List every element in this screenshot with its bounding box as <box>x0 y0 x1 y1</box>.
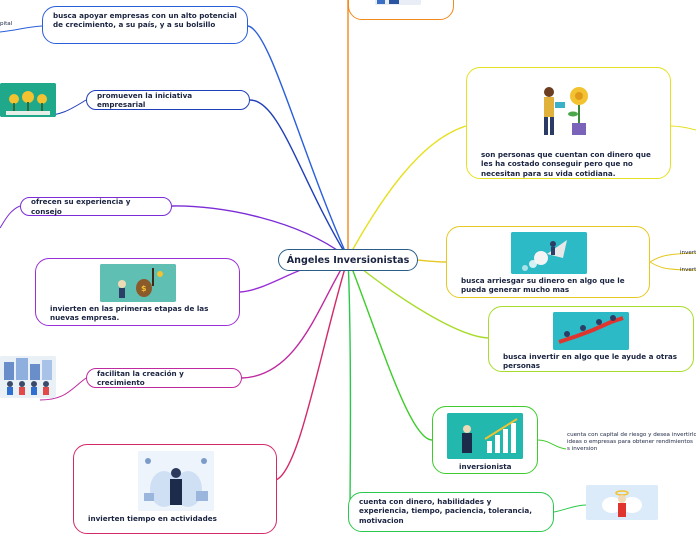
node-inversionista-label: inversionista <box>459 462 512 471</box>
central-node[interactable]: Ángeles Inversionistas <box>278 249 418 271</box>
node-creacion-crecimiento-label: facilitan la creación y crecimiento <box>97 368 184 387</box>
branch-line-n6 <box>275 257 349 481</box>
node-arriesgar-dinero-label: busca arriesgar su dinero en algo que le… <box>461 276 625 295</box>
rocket-image <box>511 232 587 274</box>
node-top-partial[interactable] <box>348 0 454 20</box>
node-personas-dinero-label: son personas que cuentan con dinero que … <box>481 150 651 178</box>
node-primeras-etapas[interactable]: $ invierten en las primeras etapas de la… <box>35 258 240 326</box>
subline-r1 <box>669 125 696 131</box>
team-arrow-image <box>553 312 629 350</box>
subline-r2b <box>649 261 696 271</box>
subline-n5 <box>39 377 87 401</box>
money-plants-image <box>0 83 56 117</box>
subline-n1 <box>0 25 43 33</box>
subline-n3 <box>0 205 21 229</box>
node-invierten-tiempo-label: invierten tiempo en actividades <box>88 514 217 523</box>
sub-text-invert-1: invert <box>680 250 696 256</box>
node-primeras-etapas-label: invierten en las primeras etapas de las … <box>50 304 209 323</box>
node-iniciativa-empresarial-label: promueven la iniciativa empresarial <box>97 90 193 109</box>
subline-r5 <box>553 504 587 513</box>
central-label: Ángeles Inversionistas <box>286 254 410 266</box>
branch-line-r5 <box>347 257 352 511</box>
subline-r4 <box>537 439 567 450</box>
branch-line-r1 <box>347 125 467 259</box>
subline-r2a <box>649 252 696 263</box>
man-watering-plant-image <box>535 80 597 140</box>
node-experiencia-consejo-label: ofrecen su experiencia y consejo <box>31 197 131 216</box>
node-apoyar-empresas[interactable]: busca apoyar empresas con un alto potenc… <box>42 6 248 44</box>
branch-line-r4 <box>347 257 433 441</box>
node-personas-dinero[interactable]: son personas que cuentan con dinero que … <box>466 67 671 179</box>
sub-text-invert-2: invert <box>680 267 696 273</box>
node-invierten-tiempo[interactable]: invierten tiempo en actividades <box>73 444 277 534</box>
node-cuenta-dinero-label: cuenta con dinero, habilidades y experie… <box>359 497 532 525</box>
node-creacion-crecimiento[interactable]: facilitan la creación y crecimiento <box>86 368 242 388</box>
branch-line-n1 <box>247 25 349 259</box>
branch-line-r3 <box>347 257 491 339</box>
node-arriesgar-dinero[interactable]: busca arriesgar su dinero en algo que le… <box>446 226 650 298</box>
angel-investor-image <box>586 485 658 520</box>
edge-text-capital: pital <box>0 21 13 27</box>
branch-line-n2 <box>249 99 349 259</box>
node-apoyar-empresas-label: busca apoyar empresas con un alto potenc… <box>53 11 237 30</box>
svg-text:$: $ <box>141 284 147 293</box>
investor-chart-image <box>447 413 523 459</box>
node-iniciativa-empresarial[interactable]: promueven la iniciativa empresarial <box>86 90 250 110</box>
angel-businessman-image <box>138 451 214 511</box>
top-partial-image <box>375 0 421 5</box>
node-ayudar-personas-label: busca invertir en algo que le ayude a ot… <box>503 352 678 371</box>
money-bag-image: $ <box>100 264 176 302</box>
node-experiencia-consejo[interactable]: ofrecen su experiencia y consejo <box>20 197 172 216</box>
node-cuenta-dinero[interactable]: cuenta con dinero, habilidades y experie… <box>348 492 554 532</box>
node-inversionista[interactable]: inversionista <box>432 406 538 474</box>
branch-line-n3 <box>171 205 349 259</box>
node-ayudar-personas[interactable]: busca invertir en algo que le ayude a ot… <box>488 306 694 372</box>
team-building-image <box>0 356 56 398</box>
sub-text-capital-riesgo: cuenta con capital de riesgo y desea inv… <box>567 432 696 452</box>
branch-line-n5 <box>241 257 349 379</box>
